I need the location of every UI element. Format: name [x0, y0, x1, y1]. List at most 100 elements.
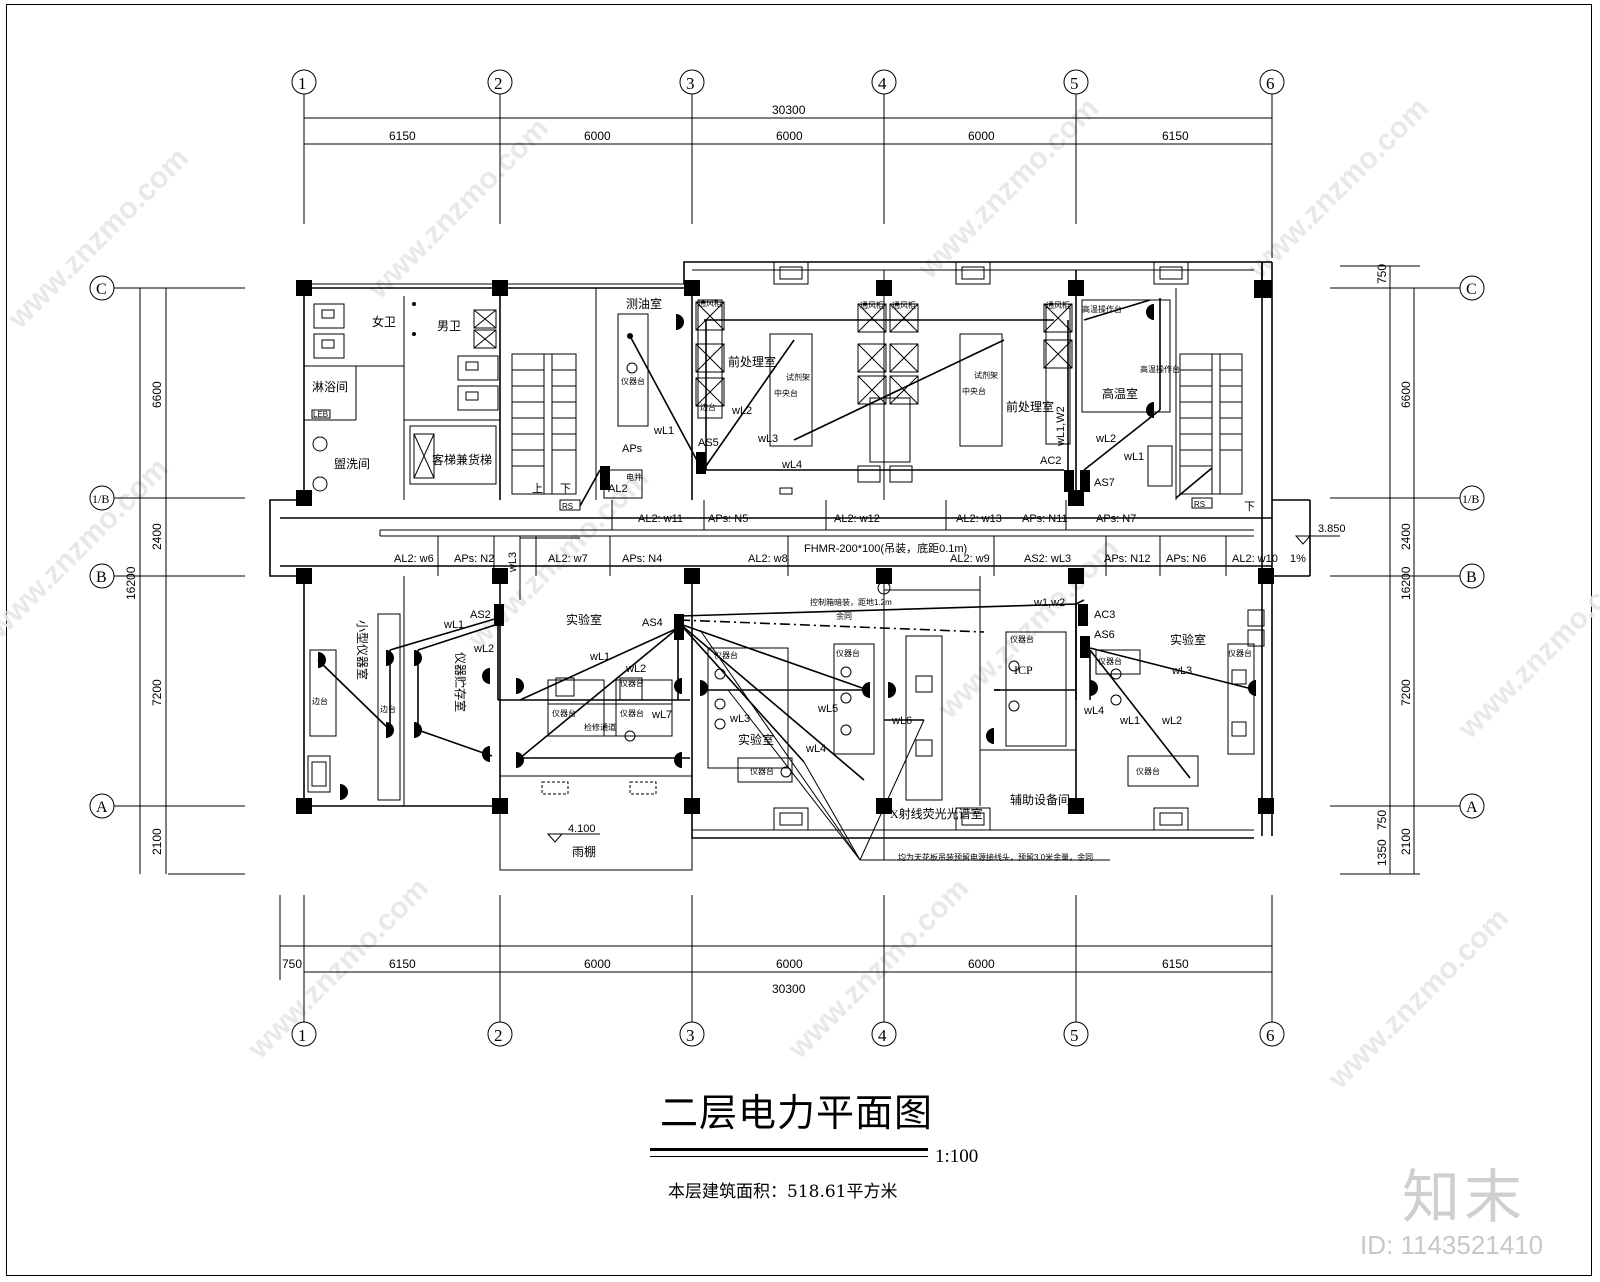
axis-label: 1/B — [1462, 492, 1479, 506]
panel-rs: RS — [1194, 500, 1205, 509]
circuit-label: wL3 — [757, 433, 778, 445]
circuit-label: wL7 — [651, 709, 672, 721]
furniture-label: 通风柜 — [1046, 300, 1070, 310]
dim-span: 6600 — [150, 381, 164, 408]
watermark: www.znzmo.com — [1321, 902, 1515, 1096]
dim-total: 16200 — [1399, 566, 1413, 600]
circuit-label: wL3 — [729, 713, 750, 725]
circuit-label: w1,w2 — [1033, 597, 1065, 609]
panel-ac2: AC2 — [1040, 455, 1061, 467]
circuit-label: wL2 — [1095, 433, 1116, 445]
panel-al2: AL2 — [608, 483, 628, 495]
note-control-box: 控制箱暗装，距地1.2m — [810, 597, 892, 607]
circuit-label: wL3 — [1171, 665, 1192, 677]
room-lab-2: 实验室 — [738, 732, 774, 747]
circuit-label: APs: N6 — [1166, 553, 1206, 565]
dim-span: 2100 — [1399, 828, 1413, 855]
furniture-label: 边台 — [700, 402, 716, 412]
circuit-label: AL2: w9 — [950, 553, 990, 565]
panel-aps: APs — [622, 443, 643, 455]
dim-span: 6000 — [968, 129, 995, 143]
room-men-toilet: 男卫 — [437, 319, 461, 333]
circuit-label: APs: N2 — [454, 553, 494, 565]
circuit-label: wL2 — [625, 663, 646, 675]
drawing-title: 二层电力平面图 — [660, 1091, 934, 1135]
furniture-label: 仪器台 — [714, 650, 738, 660]
furniture-label: 仪器台 — [1136, 766, 1160, 776]
led-box: LEB — [313, 410, 328, 419]
panel-as6: AS6 — [1094, 629, 1115, 641]
dim-total: 16200 — [124, 566, 138, 600]
room-lab-1: 实验室 — [566, 612, 602, 627]
brand-id: ID: 1143521410 — [1360, 1230, 1544, 1260]
room-small-instr: 小型仪器室 — [355, 620, 370, 680]
axis-label: 1 — [298, 1026, 307, 1045]
axis-label: 5 — [1070, 1026, 1079, 1045]
room-aux: 辅助设备间 — [1010, 793, 1070, 807]
room-wash: 盥洗间 — [334, 457, 370, 471]
dim-offset: 750 — [282, 957, 302, 971]
furniture-label: 试剂架 — [974, 370, 998, 380]
furniture-label: 通风柜 — [860, 300, 884, 310]
exhaust-units — [773, 261, 1189, 831]
circuit-label: wL1 — [1123, 451, 1144, 463]
axis-label: 6 — [1266, 1026, 1275, 1045]
brand-logo: 知末 — [1402, 1163, 1527, 1231]
circuit-label: APs: N5 — [708, 513, 748, 525]
left-dimensions: C 1/B B A 6600 2400 7200 2100 16200 — [89, 275, 245, 875]
room-labels-lower: 小型仪器室 仪器贮存室 实验室 实验室 实验室 ICP 辅助设备间 X射线荧光光… — [355, 612, 1206, 859]
furniture-label: 通风柜 — [892, 300, 916, 310]
furniture-label: 中央台 — [962, 386, 986, 396]
furniture-label: 仪器台 — [621, 376, 645, 386]
circuit-label: wL6 — [891, 715, 912, 727]
circuit-label: wL2 — [731, 405, 752, 417]
watermark-layer: www.znzmo.com www.znzmo.com www.znzmo.co… — [0, 92, 1600, 1096]
circuit-label: wL1 — [653, 425, 674, 437]
panel-boxes: 电井 APs AL2 AS5 AC2 AS7 AS2 AS4 AC3 AS6 R… — [470, 437, 1213, 658]
circuit-label: APs: N12 — [1104, 553, 1150, 565]
note-control-box-2: 余同 — [836, 611, 852, 621]
furniture-label: 边台 — [312, 696, 328, 706]
axis-label: B — [96, 569, 107, 586]
room-oil: 测油室 — [626, 296, 662, 311]
panel-as4: AS4 — [642, 617, 663, 629]
stairs-left: 上 下 — [511, 353, 577, 495]
walls — [269, 261, 1311, 871]
dim-span: 2400 — [150, 523, 164, 550]
room-elevator: 客梯兼货梯 — [432, 452, 492, 467]
axis-label: C — [96, 281, 107, 298]
axis-label: 2 — [494, 74, 503, 93]
room-lab-3: 实验室 — [1170, 632, 1206, 647]
furniture-label: 仪器台 — [1010, 634, 1034, 644]
room-high-temp: 高温室 — [1102, 386, 1138, 401]
circuit-label: APs: N7 — [1096, 513, 1136, 525]
axis-label: 4 — [878, 1026, 887, 1045]
axis-label: 3 — [686, 74, 695, 93]
dim-span: 6000 — [776, 129, 803, 143]
wiring-lower: wL1 wL2 wL1 wL2 wL7 wL3 wL4 wL5 wL6 w1,w… — [317, 597, 1257, 861]
drawing-frame — [6, 4, 1592, 1276]
room-pre-1: 前处理室 — [728, 354, 776, 369]
dim-span: 6000 — [584, 957, 611, 971]
circuit-label: wL2 — [473, 643, 494, 655]
axis-label: 1 — [298, 74, 307, 93]
furniture-label: 仪器台 — [836, 648, 860, 658]
level-mark: 3.850 — [1318, 523, 1346, 535]
title-underline-thin — [650, 1156, 928, 1157]
dim-span: 750 — [1375, 810, 1389, 830]
dim-span: 7200 — [150, 679, 164, 706]
furniture-label: 边台 — [380, 704, 396, 714]
stair-up-mark: 上 — [532, 482, 543, 495]
stair-down-mark: 下 — [1244, 501, 1255, 513]
circuit-label: wL1 — [589, 651, 610, 663]
dim-span: 6150 — [389, 129, 416, 143]
restroom-fixtures: LEB — [311, 302, 499, 492]
furniture-label: 仪器台 — [1098, 656, 1122, 666]
level-mark: 4.100 — [568, 823, 596, 835]
top-axis-bubbles: 1 2 3 4 5 6 — [291, 69, 1285, 95]
circuit-label: wL1 — [1119, 715, 1140, 727]
circuit-label: AL2: w7 — [548, 553, 588, 565]
axis-label: A — [1466, 799, 1478, 816]
furniture-label: 检修通道 — [584, 722, 616, 732]
dim-span: 7200 — [1399, 679, 1413, 706]
